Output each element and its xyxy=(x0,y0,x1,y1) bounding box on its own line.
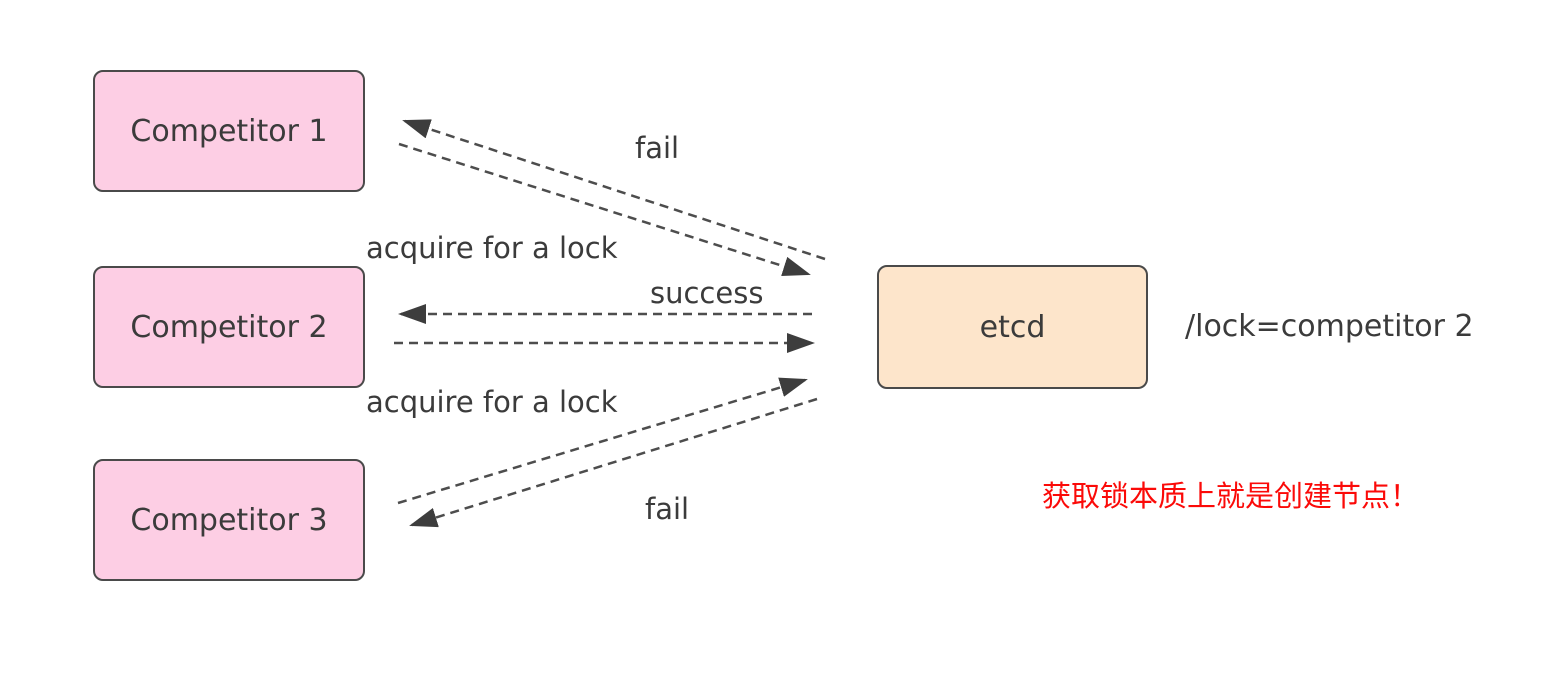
node-etcd: etcd xyxy=(877,265,1148,389)
edge-label-acquire-competitor1: acquire for a lock xyxy=(366,231,618,265)
edge-label-fail-bottom: fail xyxy=(645,492,690,526)
node-competitor-3-label: Competitor 3 xyxy=(130,502,328,538)
node-etcd-label: etcd xyxy=(979,309,1046,345)
node-competitor-1-label: Competitor 1 xyxy=(130,113,328,149)
edge-fail-to-competitor3 xyxy=(409,397,818,528)
node-competitor-3: Competitor 3 xyxy=(93,459,365,581)
edge-label-fail-top: fail xyxy=(635,131,680,165)
node-competitor-2: Competitor 2 xyxy=(93,266,365,388)
edge-label-success: success xyxy=(650,276,764,310)
node-competitor-1: Competitor 1 xyxy=(93,70,365,192)
edge-acquire-competitor1-to-etcd xyxy=(398,142,811,276)
node-competitor-2-label: Competitor 2 xyxy=(130,309,328,345)
edge-acquire-competitor3-to-etcd xyxy=(397,377,808,505)
edge-label-acquire-competitor2: acquire for a lock xyxy=(366,385,618,419)
edge-fail-to-competitor1 xyxy=(402,119,826,261)
annotation-lock-value: /lock=competitor 2 xyxy=(1185,309,1474,344)
annotation-note-red: 获取锁本质上就是创建节点！ xyxy=(1042,479,1420,513)
